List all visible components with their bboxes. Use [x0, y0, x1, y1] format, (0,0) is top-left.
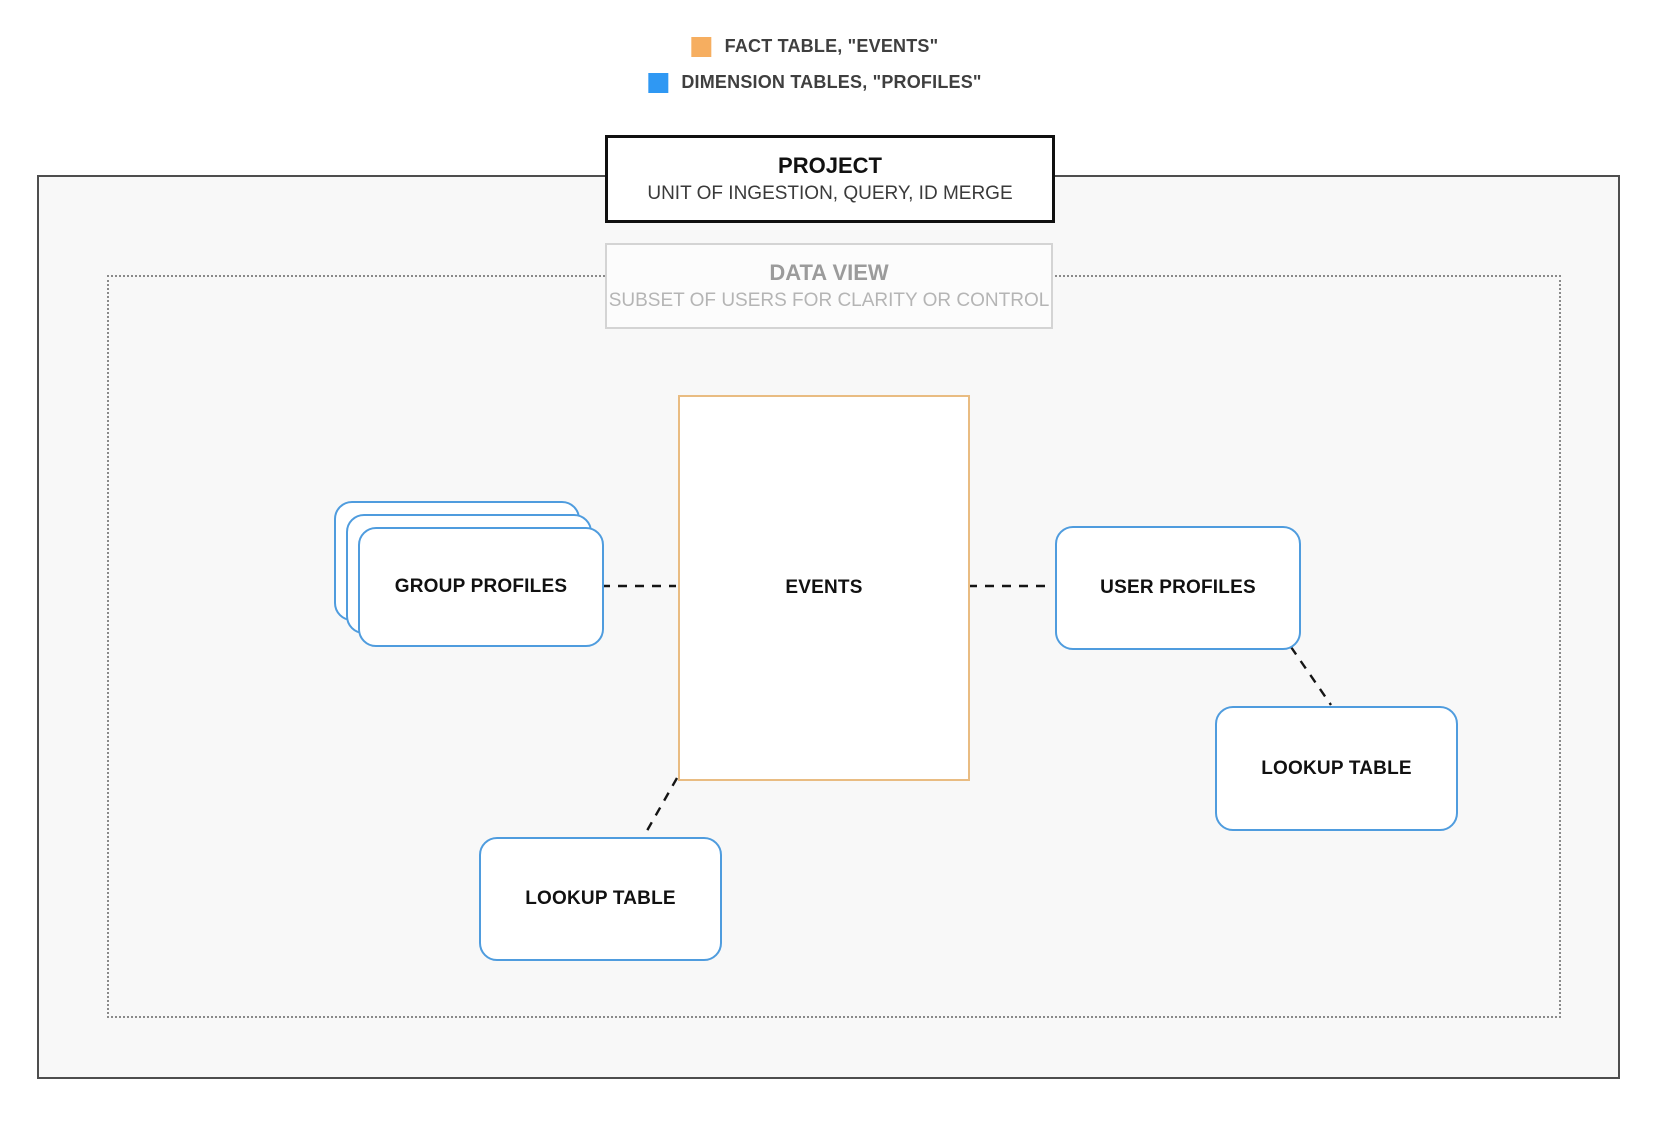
user-profiles-node: USER PROFILES	[1055, 526, 1301, 650]
legend-item-dimension-tables: DIMENSION TABLES, "PROFILES"	[648, 72, 981, 93]
group-profiles-node: GROUP PROFILES	[358, 527, 604, 647]
dimension-tables-swatch-icon	[648, 72, 669, 93]
data-view-header-card: DATA VIEW SUBSET OF USERS FOR CLARITY OR…	[605, 243, 1053, 329]
legend-item-fact-table: FACT TABLE, "EVENTS"	[691, 36, 939, 57]
lookup-table-right-node: LOOKUP TABLE	[1215, 706, 1458, 831]
data-view-title: DATA VIEW	[769, 260, 889, 285]
project-header-card: PROJECT UNIT OF INGESTION, QUERY, ID MER…	[605, 135, 1055, 223]
data-view-subtitle: SUBSET OF USERS FOR CLARITY OR CONTROL	[608, 290, 1050, 311]
lookup-table-bottom-label: LOOKUP TABLE	[525, 888, 676, 909]
events-node: EVENTS	[678, 395, 970, 781]
project-subtitle: UNIT OF INGESTION, QUERY, ID MERGE	[647, 183, 1013, 204]
events-label: EVENTS	[785, 577, 863, 598]
fact-table-swatch-icon	[691, 36, 712, 57]
group-profiles-label: GROUP PROFILES	[394, 576, 568, 597]
lookup-table-right-label: LOOKUP TABLE	[1261, 757, 1412, 779]
user-profiles-label: USER PROFILES	[1100, 577, 1256, 598]
legend-label-dimension-tables: DIMENSION TABLES, "PROFILES"	[681, 72, 982, 92]
lookup-table-bottom-node: LOOKUP TABLE	[479, 837, 722, 961]
legend-label-fact-table: FACT TABLE, "EVENTS"	[724, 36, 939, 56]
project-title: PROJECT	[778, 153, 882, 178]
legend: FACT TABLE, "EVENTS" DIMENSION TABLES, "…	[648, 36, 981, 93]
